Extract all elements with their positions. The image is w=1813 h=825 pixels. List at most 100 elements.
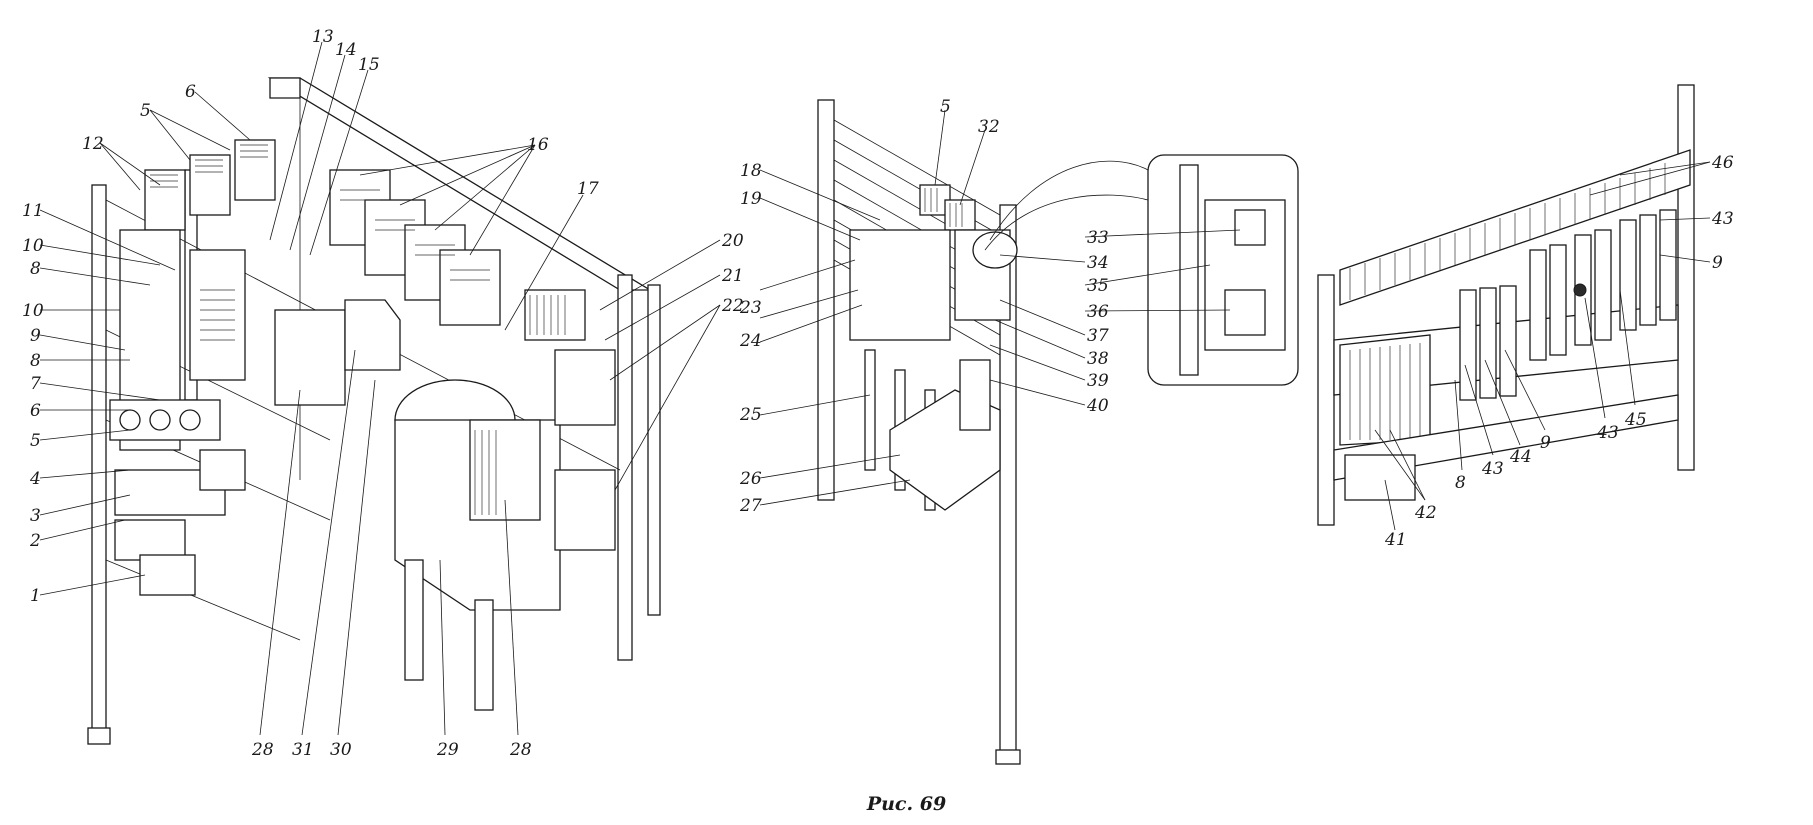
callout-17: 17 (577, 179, 599, 199)
left-post-foot (87, 727, 111, 745)
callout-10-upper: 10 (22, 236, 44, 256)
callout-32: 32 (978, 117, 1000, 137)
callout-22: 22 (721, 296, 744, 316)
callout-2: 2 (29, 531, 41, 551)
left-relay-cover (189, 249, 246, 381)
leader-lines (39, 41, 1711, 736)
callout-12: 12 (82, 134, 104, 154)
callout-11: 11 (22, 201, 44, 221)
callout-36: 36 (1087, 302, 1109, 322)
callout-14: 14 (335, 40, 357, 60)
callout-39: 39 (1087, 371, 1109, 391)
callout-31: 31 (292, 740, 314, 760)
callout-13: 13 (312, 27, 334, 47)
callout-24: 24 (739, 331, 762, 351)
left-cover-hatching (200, 289, 235, 341)
left-rear-post-2 (647, 284, 661, 616)
callout-9-lower: 9 (1540, 433, 1551, 453)
left-large-coil (524, 289, 586, 341)
callout-labels: 1 2 3 4 5 6 7 8 9 10 8 10 11 12 5 6 13 1… (22, 27, 1734, 760)
callout-26: 26 (739, 469, 762, 489)
left-lower-relay-hatching (474, 430, 497, 515)
callout-4: 4 (29, 469, 41, 489)
figure-caption: Рис. 69 (866, 793, 947, 815)
inset-relay-36 (1224, 289, 1266, 336)
callout-5-middle: 5 (940, 97, 951, 117)
right-coil-row (1339, 149, 1691, 306)
callout-6: 6 (30, 401, 41, 421)
callout-30: 30 (330, 740, 352, 760)
callout-35: 35 (1087, 276, 1109, 296)
callout-5-top: 5 (140, 101, 151, 121)
callout-18: 18 (740, 161, 762, 181)
callout-10: 10 (22, 301, 44, 321)
right-card-panel-42 (1339, 334, 1431, 446)
callout-27: 27 (739, 496, 762, 516)
callout-37: 37 (1087, 326, 1109, 346)
callout-19: 19 (740, 189, 762, 209)
inset-relay-33 (1234, 209, 1266, 246)
right-marker-45 (1573, 283, 1587, 297)
callout-44: 44 (1509, 447, 1532, 467)
left-front-post (91, 184, 107, 741)
callout-8: 8 (30, 351, 41, 371)
callout-43-top: 43 (1711, 209, 1734, 229)
callout-5: 5 (30, 431, 41, 451)
callout-28-right: 28 (509, 740, 532, 760)
left-top-rail-end (269, 77, 301, 99)
callout-45: 45 (1624, 410, 1647, 430)
callout-38: 38 (1087, 349, 1109, 369)
callout-15: 15 (358, 55, 380, 75)
right-rail-lower (1333, 394, 1679, 481)
callout-28-left: 28 (251, 740, 274, 760)
callout-41: 41 (1384, 530, 1407, 550)
callout-21: 21 (721, 266, 744, 286)
middle-relay-panel-assembly (817, 99, 1299, 765)
right-relay-cards (1459, 209, 1677, 401)
middle-inset-leader-2 (984, 194, 1149, 251)
callout-40: 40 (1086, 396, 1109, 416)
callout-43-lower: 43 (1481, 459, 1504, 479)
left-side-panel-1 (554, 349, 616, 426)
middle-coils (919, 184, 976, 231)
callout-34: 34 (1087, 253, 1109, 273)
left-side-panel-2 (554, 469, 616, 551)
callout-46: 46 (1711, 153, 1734, 173)
left-leg-1 (404, 559, 424, 681)
right-left-post (1317, 274, 1335, 526)
middle-relay-drum (972, 231, 1018, 269)
callout-6-top: 6 (185, 82, 196, 102)
right-relay-rack-assembly (1317, 84, 1695, 526)
left-top-relays (144, 139, 276, 231)
right-card-slots-42 (1349, 343, 1421, 440)
middle-inset-frame (1147, 154, 1299, 386)
middle-relay-block (849, 229, 951, 341)
left-rear-relay-housings (329, 169, 501, 326)
callout-9: 9 (30, 326, 41, 346)
middle-inset-leader-1 (989, 160, 1149, 241)
callout-33: 33 (1087, 228, 1109, 248)
callout-42: 42 (1414, 503, 1437, 523)
callout-8-upper: 8 (30, 259, 41, 279)
left-box-31 (344, 299, 401, 371)
left-rear-post (617, 274, 633, 661)
middle-column-39 (959, 359, 991, 431)
right-terminal-box-41 (1344, 454, 1416, 501)
left-middle-relays (109, 399, 221, 441)
callout-20: 20 (721, 231, 744, 251)
left-contactors (114, 449, 246, 596)
callout-8-right: 8 (1455, 473, 1466, 493)
left-box-28 (274, 309, 346, 406)
callout-16: 16 (527, 135, 549, 155)
callout-7: 7 (30, 374, 41, 394)
callout-9-right: 9 (1712, 253, 1723, 273)
left-relay-panel-assembly (87, 77, 661, 745)
callout-25: 25 (739, 405, 762, 425)
left-leg-2 (474, 599, 494, 711)
middle-post-foot (995, 749, 1021, 765)
callout-3: 3 (30, 506, 41, 526)
callout-43-mid: 43 (1596, 423, 1619, 443)
inset-post (1179, 164, 1199, 376)
middle-left-post (817, 99, 835, 501)
